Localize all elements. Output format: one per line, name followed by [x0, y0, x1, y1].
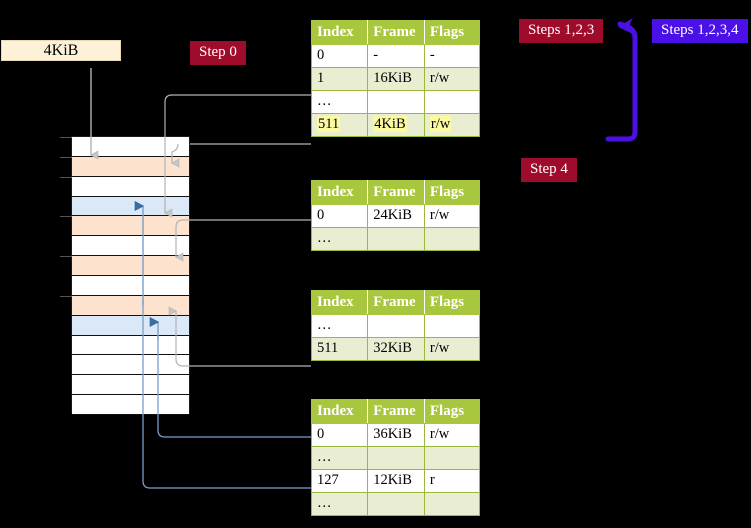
- memory-frame-cell[interactable]: [72, 216, 189, 237]
- column-header-frame: Frame: [367, 290, 425, 315]
- cell-flags: r/w: [423, 337, 481, 361]
- cell-flags: r/w: [423, 204, 481, 228]
- column-header-flags: Flags: [423, 20, 481, 45]
- cell-flags: r/w: [423, 423, 481, 447]
- memory-frame-tick: [60, 216, 72, 218]
- column-header-frame: Frame: [367, 399, 425, 424]
- table-row[interactable]: 0--: [310, 44, 481, 68]
- bracket-path: [605, 21, 638, 142]
- cell-flags: -: [423, 44, 481, 68]
- column-header-index: Index: [310, 20, 369, 45]
- column-header-index: Index: [310, 290, 369, 315]
- memory-frame-cell[interactable]: [72, 236, 189, 257]
- cell-frame: [367, 227, 425, 251]
- memory-frame-tick: [60, 176, 72, 178]
- cell-index: 0: [310, 204, 369, 228]
- cell-flags: [423, 446, 481, 470]
- table-row[interactable]: …: [310, 227, 481, 251]
- cell-index: 511: [310, 337, 369, 361]
- cell-flags: [423, 314, 481, 338]
- table-row[interactable]: …: [310, 446, 481, 470]
- badge-step-0: Step 0: [190, 41, 246, 65]
- memory-frame-cell[interactable]: [72, 355, 189, 376]
- memory-frame-tick: [60, 295, 72, 297]
- cell-frame: 4KiB: [367, 113, 425, 137]
- cell-flags: [423, 227, 481, 251]
- cell-index: 0: [310, 44, 369, 68]
- memory-frame-cell[interactable]: [72, 196, 189, 217]
- column-header-flags: Flags: [423, 399, 481, 424]
- cell-frame: [367, 314, 425, 338]
- memory-frame-tick: [60, 256, 72, 258]
- cell-flags: r/w: [423, 67, 481, 91]
- cell-frame: 24KiB: [367, 204, 425, 228]
- cell-index: …: [310, 227, 369, 251]
- cell-flags: [423, 90, 481, 114]
- memory-frame-cell[interactable]: [72, 295, 189, 316]
- badge-steps-123: Steps 1,2,3: [519, 19, 604, 43]
- column-header-frame: Frame: [367, 180, 425, 205]
- cell-index: …: [310, 446, 369, 470]
- memory-frame-cell[interactable]: [72, 156, 189, 177]
- cell-frame: [367, 90, 425, 114]
- memory-frame-cell[interactable]: [72, 315, 189, 336]
- memory-frame-cell[interactable]: [72, 276, 189, 296]
- badge-steps-1234: Steps 1,2,3,4: [652, 19, 748, 43]
- cell-index: 1: [310, 67, 369, 91]
- bracket-arrowhead: [618, 18, 633, 34]
- cell-frame: 12KiB: [367, 469, 425, 493]
- memory-frame-cell[interactable]: [72, 395, 189, 415]
- column-header-index: Index: [310, 399, 369, 424]
- cell-index: 511: [310, 113, 369, 137]
- table-row[interactable]: …: [310, 492, 481, 516]
- table-row[interactable]: …: [310, 314, 481, 338]
- memory-frame-tick: [60, 156, 72, 158]
- cell-flags: r/w: [423, 113, 481, 137]
- cell-frame: 32KiB: [367, 337, 425, 361]
- memory-frame-cell[interactable]: [72, 176, 189, 197]
- cell-frame: -: [367, 44, 425, 68]
- cell-index: 127: [310, 469, 369, 493]
- column-header-flags: Flags: [423, 290, 481, 315]
- column-header-flags: Flags: [423, 180, 481, 205]
- cell-flags: [423, 492, 481, 516]
- cell-flags: r: [423, 469, 481, 493]
- cell-index: 0: [310, 423, 369, 447]
- cell-frame: [367, 446, 425, 470]
- memory-frame-cell[interactable]: [72, 375, 189, 396]
- cell-frame: 16KiB: [367, 67, 425, 91]
- memory-frame-cell[interactable]: [72, 137, 189, 157]
- memory-frame-tick: [60, 137, 72, 138]
- table-row[interactable]: …: [310, 90, 481, 114]
- cell-index: …: [310, 90, 369, 114]
- memory-frame-cell[interactable]: [72, 256, 189, 276]
- cell-index: …: [310, 314, 369, 338]
- column-header-frame: Frame: [367, 20, 425, 45]
- cell-frame: 36KiB: [367, 423, 425, 447]
- badge-step-4: Step 4: [521, 158, 577, 182]
- cell-index: …: [310, 492, 369, 516]
- connector-t2-511-to-memory: [168, 306, 311, 367]
- connector-t1-0-to-memory: [174, 219, 311, 262]
- column-header-index: Index: [310, 180, 369, 205]
- physical-memory-column: [60, 136, 190, 415]
- cell-frame: [367, 492, 425, 516]
- memory-frame-cell[interactable]: [72, 335, 189, 356]
- memory-frame-label: 4KiB: [1, 40, 121, 61]
